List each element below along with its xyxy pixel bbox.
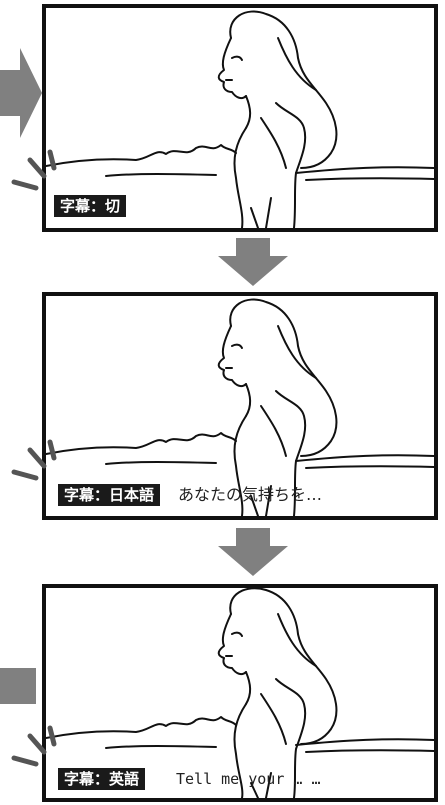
subtitle-status-badge: 字幕：英語 xyxy=(58,768,146,790)
scene-illustration xyxy=(46,10,434,228)
down-arrow-icon xyxy=(218,238,288,286)
spark-lines-icon xyxy=(11,439,57,481)
down-arrow-icon xyxy=(218,528,288,576)
spark-lines-icon xyxy=(11,149,57,191)
subtitle-japanese-panel: 字幕：日本語 あなたの気持ちを… xyxy=(42,292,438,520)
subtitle-status-badge: 字幕：日本語 xyxy=(58,484,161,506)
scene-illustration xyxy=(46,588,434,798)
subtitle-line: あなたの気持ちを… xyxy=(178,485,323,504)
subtitle-status-badge: 字幕：切 xyxy=(54,195,127,217)
right-arrow-icon xyxy=(0,668,36,704)
scene-illustration xyxy=(46,298,434,516)
right-arrow-icon xyxy=(0,48,42,138)
subtitle-line: Tell me your … … xyxy=(176,770,321,788)
subtitle-english-panel: 字幕：英語 Tell me your … … xyxy=(42,584,438,802)
subtitle-off-panel: 字幕：切 xyxy=(42,4,438,232)
spark-lines-icon xyxy=(11,725,57,767)
